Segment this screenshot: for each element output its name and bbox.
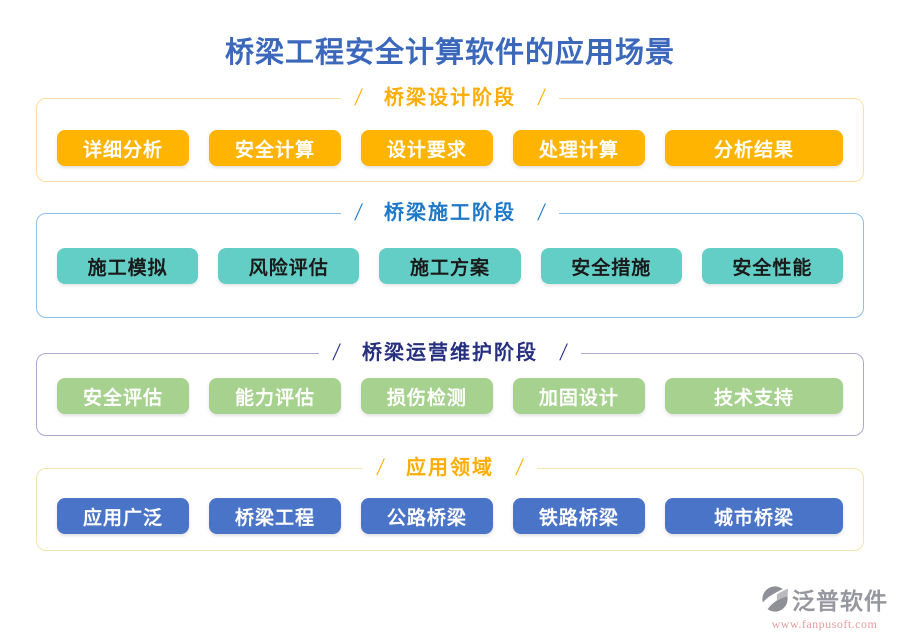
sections-container: / 桥梁设计阶段 / 详细分析 安全计算 设计要求 处理计算 分析结果 / 桥梁… [36, 84, 864, 551]
slash-decoration: / [522, 199, 561, 227]
section-construction-box: 施工模拟 风险评估 施工方案 安全措施 安全性能 [36, 213, 864, 318]
button-design-requirements[interactable]: 设计要求 [360, 130, 493, 166]
slash-decoration: / [500, 454, 539, 482]
section-design-title: 桥梁设计阶段 [376, 84, 524, 112]
button-damage-detection[interactable]: 损伤检测 [360, 378, 493, 414]
button-bridge-engineering[interactable]: 桥梁工程 [208, 498, 341, 534]
fanpu-logo-row: 泛普软件 [761, 582, 888, 616]
section-application-title: 应用领域 [398, 454, 502, 482]
button-capacity-evaluation[interactable]: 能力评估 [208, 378, 341, 414]
section-construction-title: 桥梁施工阶段 [376, 199, 524, 227]
page-title: 桥梁工程安全计算软件的应用场景 [224, 37, 675, 69]
button-detailed-analysis[interactable]: 详细分析 [57, 130, 189, 166]
section-application-header: / 应用领域 / [36, 454, 864, 482]
fanpu-watermark: 泛普软件 www.fanpusoft.com [761, 582, 888, 632]
section-construction-header: / 桥梁施工阶段 / [36, 199, 864, 227]
section-operation-maintenance-stage: / 桥梁运营维护阶段 / 安全评估 能力评估 损伤检测 加固设计 技术支持 [36, 339, 864, 436]
section-operation-title: 桥梁运营维护阶段 [354, 339, 546, 367]
slash-decoration: / [522, 84, 561, 112]
button-reinforcement-design[interactable]: 加固设计 [512, 378, 645, 414]
button-processing-calculation[interactable]: 处理计算 [512, 130, 645, 166]
button-safety-performance[interactable]: 安全性能 [701, 248, 844, 284]
button-wide-application[interactable]: 应用广泛 [57, 498, 189, 534]
fanpu-website: www.fanpusoft.com [771, 617, 878, 631]
fanpu-brand-name: 泛普软件 [792, 589, 888, 614]
button-analysis-results[interactable]: 分析结果 [664, 130, 844, 166]
button-highway-bridges[interactable]: 公路桥梁 [360, 498, 493, 534]
button-construction-plan[interactable]: 施工方案 [379, 248, 521, 284]
button-technical-support[interactable]: 技术支持 [664, 378, 844, 414]
slash-decoration: / [317, 339, 356, 367]
slash-decoration: / [361, 454, 400, 482]
section-operation-box: 安全评估 能力评估 损伤检测 加固设计 技术支持 [36, 353, 864, 436]
button-safety-measures[interactable]: 安全措施 [540, 248, 682, 284]
fanpu-logo-icon [761, 585, 789, 612]
button-safety-calculation[interactable]: 安全计算 [208, 130, 341, 166]
slash-decoration: / [339, 84, 378, 112]
section-operation-header: / 桥梁运营维护阶段 / [36, 339, 864, 367]
section-design-header: / 桥梁设计阶段 / [36, 84, 864, 112]
section-design-box: 详细分析 安全计算 设计要求 处理计算 分析结果 [36, 98, 864, 182]
button-construction-simulation[interactable]: 施工模拟 [57, 248, 199, 284]
section-construction-stage: / 桥梁施工阶段 / 施工模拟 风险评估 施工方案 安全措施 安全性能 [36, 199, 864, 318]
slash-decoration: / [339, 199, 378, 227]
section-application-fields: / 应用领域 / 应用广泛 桥梁工程 公路桥梁 铁路桥梁 城市桥梁 [36, 454, 864, 551]
button-railway-bridges[interactable]: 铁路桥梁 [512, 498, 645, 534]
slash-decoration: / [544, 339, 583, 367]
section-design-stage: / 桥梁设计阶段 / 详细分析 安全计算 设计要求 处理计算 分析结果 [36, 84, 864, 182]
button-risk-assessment[interactable]: 风险评估 [218, 248, 360, 284]
button-safety-evaluation[interactable]: 安全评估 [57, 378, 189, 414]
button-urban-bridges[interactable]: 城市桥梁 [664, 498, 844, 534]
